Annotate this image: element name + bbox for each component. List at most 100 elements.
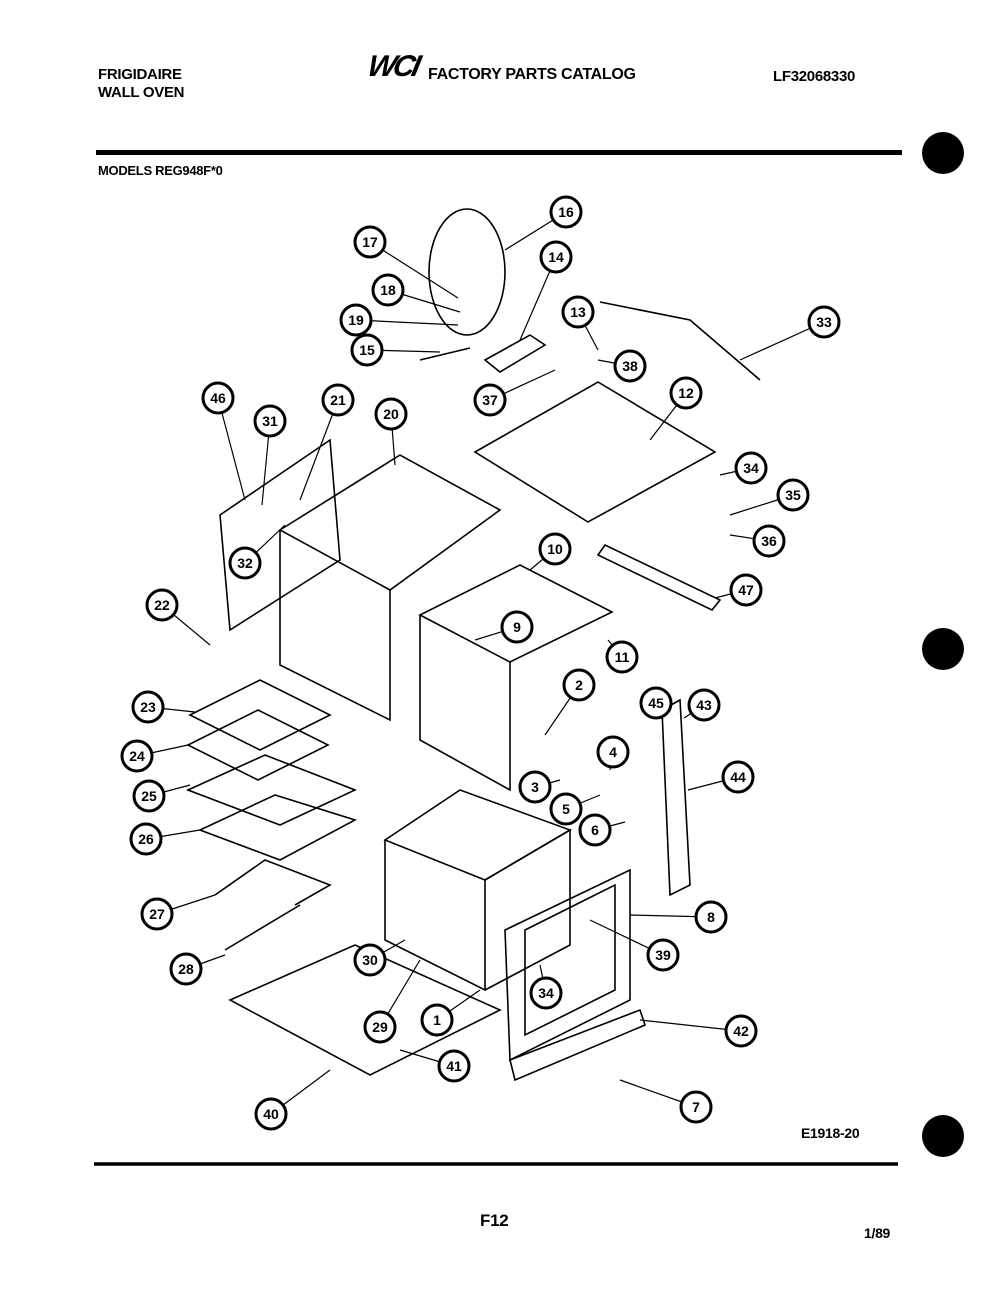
callout-circle xyxy=(353,943,387,977)
callout-number: 33 xyxy=(816,314,832,330)
callout-part-18: 18 xyxy=(371,273,405,307)
catalog-title: FACTORY PARTS CATALOG xyxy=(428,66,636,83)
callout-part-46: 46 xyxy=(201,381,235,415)
callout-number: 13 xyxy=(570,304,586,320)
callout-part-9: 9 xyxy=(500,610,534,644)
catalog-number: LF32068330 xyxy=(773,68,856,85)
callout-circle xyxy=(518,770,552,804)
callout-circle xyxy=(687,688,721,722)
binder-hole-icon xyxy=(922,132,964,174)
callout-number: 14 xyxy=(548,249,564,265)
callout-circle xyxy=(729,573,763,607)
callout-number: 30 xyxy=(362,952,378,968)
callout-circle xyxy=(339,303,373,337)
callout-part-34: 34 xyxy=(529,976,563,1010)
callout-circle xyxy=(473,383,507,417)
callout-part-22: 22 xyxy=(145,588,179,622)
callout-circle xyxy=(613,349,647,383)
callout-circle xyxy=(724,1014,758,1048)
callout-part-13: 13 xyxy=(561,295,595,329)
revision-date: 1/89 xyxy=(864,1225,891,1241)
callout-part-3: 3 xyxy=(518,770,552,804)
callout-circle xyxy=(776,478,810,512)
callout-number: 27 xyxy=(149,906,165,922)
callout-number: 12 xyxy=(678,385,694,401)
callout-circle xyxy=(363,1010,397,1044)
callout-part-25: 25 xyxy=(132,779,166,813)
callout-number: 3 xyxy=(531,779,539,795)
callout-circle xyxy=(169,952,203,986)
callout-circle xyxy=(646,938,680,972)
callout-number: 28 xyxy=(178,961,194,977)
callout-number: 2 xyxy=(575,677,583,693)
callout-number: 19 xyxy=(348,312,364,328)
callout-part-20: 20 xyxy=(374,397,408,431)
callout-part-6: 6 xyxy=(578,813,612,847)
callout-part-5: 5 xyxy=(549,792,583,826)
callout-circle xyxy=(529,976,563,1010)
callout-number: 5 xyxy=(562,801,570,817)
callout-part-8: 8 xyxy=(694,900,728,934)
callout-number: 25 xyxy=(141,788,157,804)
callout-part-23: 23 xyxy=(131,690,165,724)
callout-circle xyxy=(374,397,408,431)
callout-part-14: 14 xyxy=(539,240,573,274)
callout-part-47: 47 xyxy=(729,573,763,607)
callout-circle xyxy=(120,739,154,773)
callout-part-16: 16 xyxy=(549,195,583,229)
callout-circle xyxy=(639,686,673,720)
callout-number: 24 xyxy=(129,748,145,764)
callout-circle xyxy=(129,822,163,856)
callout-part-24: 24 xyxy=(120,739,154,773)
callout-number: 44 xyxy=(730,769,746,785)
page-number: F12 xyxy=(480,1211,509,1230)
callout-circle xyxy=(752,524,786,558)
callout-number: 31 xyxy=(262,413,278,429)
callout-number: 7 xyxy=(692,1099,700,1115)
callout-circle xyxy=(605,640,639,674)
callout-number: 26 xyxy=(138,831,154,847)
callout-part-26: 26 xyxy=(129,822,163,856)
callout-circle xyxy=(350,333,384,367)
callout-circle xyxy=(371,273,405,307)
callout-part-30: 30 xyxy=(353,943,387,977)
callout-part-42: 42 xyxy=(724,1014,758,1048)
callout-circle xyxy=(549,195,583,229)
callout-number: 22 xyxy=(154,597,170,613)
brand-name: FRIGIDAIRE xyxy=(98,66,182,83)
callout-part-32: 32 xyxy=(228,546,262,580)
callout-circle xyxy=(679,1090,713,1124)
callout-number: 47 xyxy=(738,582,754,598)
callout-circle xyxy=(807,305,841,339)
callout-part-21: 21 xyxy=(321,383,355,417)
binder-hole-icon xyxy=(922,1115,964,1157)
callout-part-35: 35 xyxy=(776,478,810,512)
callout-number: 35 xyxy=(785,487,801,503)
callout-number: 4 xyxy=(609,744,617,760)
callout-number: 36 xyxy=(761,533,777,549)
leader-line xyxy=(639,1019,742,1032)
callout-part-10: 10 xyxy=(538,532,572,566)
callout-circle xyxy=(539,240,573,274)
callout-circle xyxy=(353,225,387,259)
brand-label: FRIGIDAIRE WALL OVEN xyxy=(98,66,185,102)
callout-number: 10 xyxy=(547,541,563,557)
callout-number: 46 xyxy=(210,390,226,406)
callout-circle xyxy=(734,451,768,485)
product-type: WALL OVEN xyxy=(98,84,185,101)
callout-circle xyxy=(549,792,583,826)
callout-number: 16 xyxy=(558,204,574,220)
callout-number: 21 xyxy=(330,392,346,408)
callout-circle xyxy=(578,813,612,847)
callout-number: 17 xyxy=(362,234,378,250)
callout-number: 11 xyxy=(615,649,630,665)
callout-circle xyxy=(228,546,262,580)
callout-circle xyxy=(694,900,728,934)
callout-part-41: 41 xyxy=(437,1049,471,1083)
callout-number: 38 xyxy=(622,358,638,374)
callout-circle xyxy=(596,735,630,769)
callout-circle xyxy=(131,690,165,724)
callout-circle xyxy=(254,1097,288,1131)
leader-line xyxy=(217,397,246,501)
callout-number: 20 xyxy=(383,406,399,422)
